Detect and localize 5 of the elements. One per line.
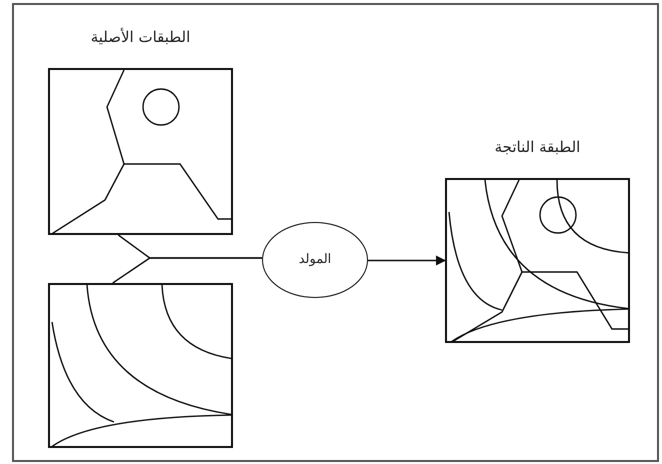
panel-title: الطبقة الناتجة (494, 137, 580, 158)
connector-line (112, 257, 262, 284)
panel-title: الطبقات الأصلية (90, 26, 190, 48)
arrow (368, 256, 446, 266)
process-ellipse: المولد (262, 222, 368, 298)
